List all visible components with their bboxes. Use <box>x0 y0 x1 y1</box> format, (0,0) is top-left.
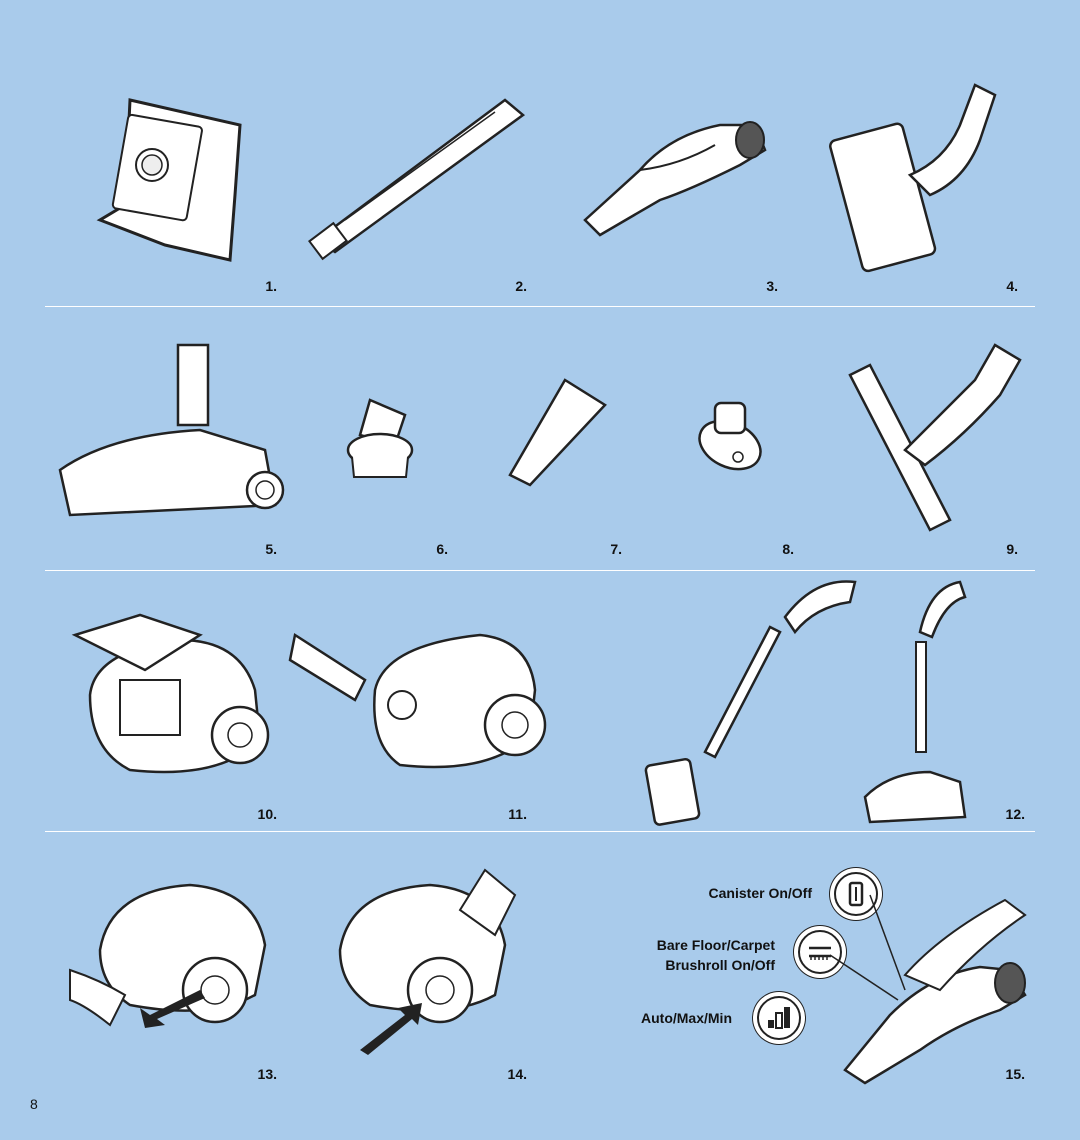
crevice-tool-illustration <box>505 375 615 490</box>
brushroll-label-line1: Bare Floor/Carpet <box>656 937 775 953</box>
divider-2 <box>45 570 1035 571</box>
item-number-3: 3. <box>766 278 778 294</box>
cord-rewind-illustration <box>330 865 530 1055</box>
extension-wand-illustration <box>305 90 535 261</box>
handle-controls-illustration <box>829 894 1045 1085</box>
power-button-icon <box>834 872 878 916</box>
divider-1 <box>45 306 1035 307</box>
power-nozzle-illustration <box>50 340 290 530</box>
canister-open-lid-illustration <box>70 610 280 785</box>
hard-floor-tool-illustration <box>845 340 1025 535</box>
assembled-wand-power-nozzle-illustration <box>860 572 970 827</box>
suction-level-button-icon <box>757 996 801 1040</box>
item-number-8: 8. <box>782 541 794 557</box>
dust-bag-illustration <box>90 95 250 270</box>
item-number-10: 10. <box>257 806 277 822</box>
item-number-9: 9. <box>1006 541 1018 557</box>
item-number-2: 2. <box>515 278 527 294</box>
item-number-4: 4. <box>1006 278 1018 294</box>
item-number-12: 12. <box>1005 806 1025 822</box>
item-number-5: 5. <box>265 541 277 557</box>
auto-max-min-label: Auto/Max/Min <box>641 1010 732 1026</box>
canister-hose-insert-illustration <box>288 625 550 775</box>
page-number: 8 <box>30 1096 38 1112</box>
item-number-14: 14. <box>507 1066 527 1082</box>
canister-on-off-label: Canister On/Off <box>708 885 812 901</box>
cord-unplug-illustration <box>69 880 270 1055</box>
dusting-brush-illustration <box>340 395 420 485</box>
item-number-15: 15. <box>1005 1066 1025 1082</box>
adapter-illustration <box>690 395 770 475</box>
floor-nozzle-illustration <box>829 80 1005 275</box>
item-number-1: 1. <box>265 278 277 294</box>
brushroll-label-line2: Brushroll On/Off <box>665 957 775 973</box>
item-number-6: 6. <box>436 541 448 557</box>
item-number-7: 7. <box>610 541 622 557</box>
item-number-11: 11. <box>508 806 527 822</box>
hose-handle-illustration <box>570 110 780 240</box>
brushroll-button-icon <box>798 930 842 974</box>
item-number-13: 13. <box>257 1066 277 1082</box>
assembled-wand-floor-nozzle-illustration <box>644 572 865 832</box>
divider-3 <box>45 831 1035 832</box>
